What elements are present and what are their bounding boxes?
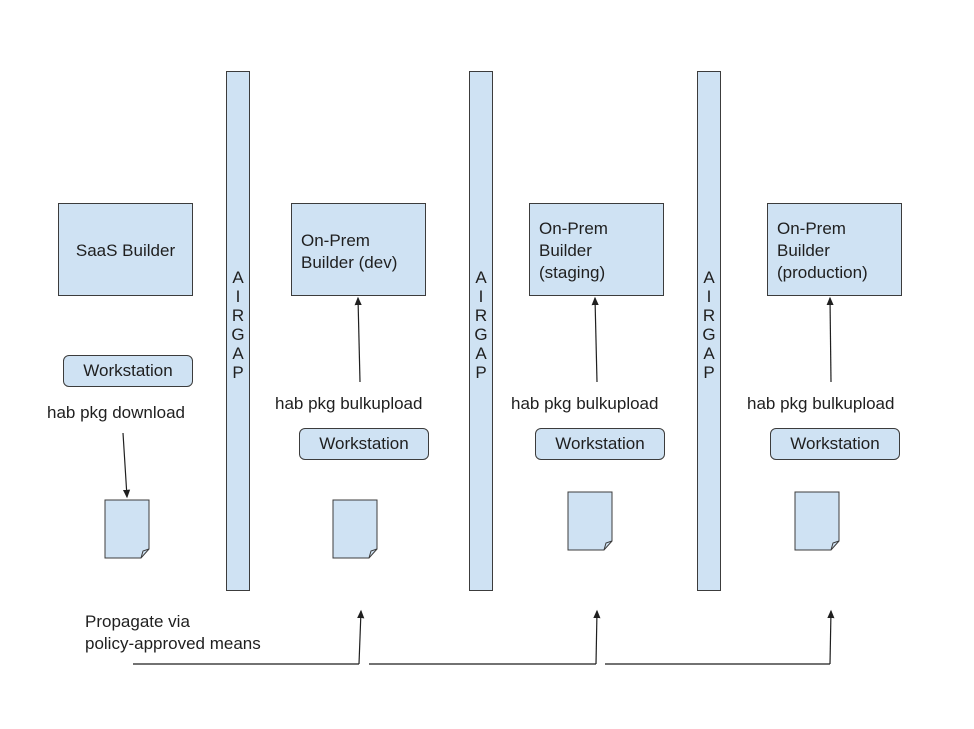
upload-arrow-dev — [354, 296, 362, 383]
package-document-icon-production — [794, 491, 840, 551]
propagation-connector-1 — [133, 609, 365, 665]
workstation-dev: Workstation — [299, 428, 429, 460]
onprem-builder-dev-label: On-Prem Builder (dev) — [301, 231, 398, 272]
propagate-note: Propagate via policy-approved means — [85, 612, 261, 653]
onprem-builder-dev-box: On-Prem Builder (dev) — [291, 203, 426, 296]
package-document-icon-staging — [567, 491, 613, 551]
download-arrow — [122, 432, 131, 499]
upload-arrow-production — [826, 296, 834, 383]
saas-builder-box: SaaS Builder — [58, 203, 193, 296]
onprem-builder-staging-label: On-Prem Builder (staging) — [539, 219, 608, 282]
package-document-icon-saas — [104, 499, 150, 559]
workstation-production: Workstation — [770, 428, 900, 460]
command-bulkupload-production: hab pkg bulkupload — [747, 394, 895, 413]
package-document-icon-dev — [332, 499, 378, 559]
upload-arrow-staging — [591, 296, 599, 383]
onprem-builder-staging-box: On-Prem Builder (staging) — [529, 203, 664, 296]
workstation-saas: Workstation — [63, 355, 193, 387]
command-bulkupload-staging: hab pkg bulkupload — [511, 394, 659, 413]
saas-builder-label: SaaS Builder — [75, 241, 176, 260]
propagation-connector-3 — [605, 609, 835, 665]
propagation-connector-2 — [369, 609, 601, 665]
command-download: hab pkg download — [47, 403, 186, 422]
workstation-staging: Workstation — [535, 428, 665, 460]
command-bulkupload-dev: hab pkg bulkupload — [275, 394, 423, 413]
onprem-builder-production-label: On-Prem Builder (production) — [777, 219, 868, 282]
onprem-builder-production-box: On-Prem Builder (production) — [767, 203, 902, 296]
